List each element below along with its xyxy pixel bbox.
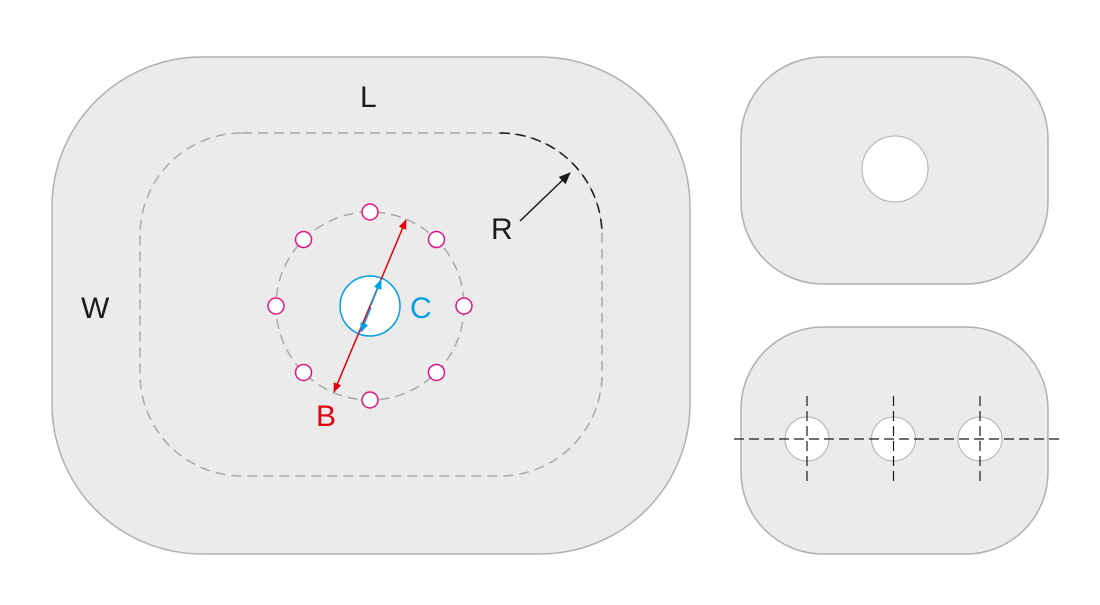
label-c: C <box>410 292 432 325</box>
dimension-b-arrow-lower <box>333 305 371 393</box>
bolt-hole <box>427 230 446 249</box>
radius-arc <box>499 132 603 236</box>
label-b: B <box>316 400 336 433</box>
bolt-hole <box>294 363 313 382</box>
bolt-hole <box>361 391 379 409</box>
main-plate: L W R B C <box>51 56 691 555</box>
bolt-holes <box>267 203 473 409</box>
dimension-c-arrow <box>370 279 382 306</box>
bolt-hole <box>294 230 313 249</box>
slot-hole <box>784 416 830 462</box>
label-r: R <box>491 213 513 246</box>
three-hole-plate <box>734 326 1062 555</box>
single-hole-plate <box>740 56 1049 285</box>
bolt-hole <box>361 203 379 221</box>
inner-dashed-outline <box>139 132 603 477</box>
single-hole <box>861 135 929 203</box>
bolt-hole <box>427 363 446 382</box>
dimension-c-arrow-lower <box>360 306 372 333</box>
label-l: L <box>360 81 377 114</box>
label-w: W <box>81 292 110 325</box>
bolt-hole <box>455 297 473 315</box>
bolt-hole <box>267 297 285 315</box>
radius-leader <box>519 172 571 222</box>
